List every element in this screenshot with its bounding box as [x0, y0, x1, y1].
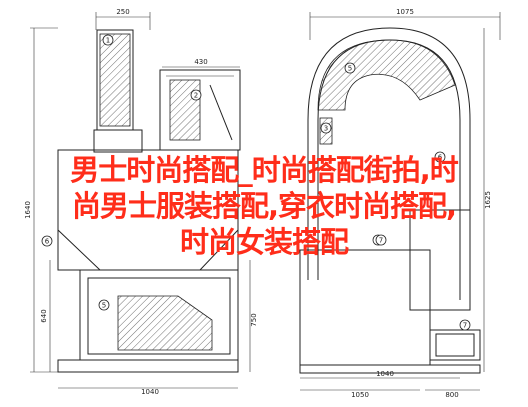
svg-text:7: 7 — [379, 237, 383, 245]
svg-text:5: 5 — [102, 302, 106, 310]
callout-10: 7 — [375, 234, 387, 246]
dim-label: 430 — [194, 58, 207, 66]
dim-label: 1040 — [141, 388, 159, 396]
dim-label: 1050 — [351, 391, 369, 399]
svg-text:3: 3 — [324, 125, 328, 133]
dim-label: 1075 — [396, 8, 414, 16]
dimension-top-right: 1075 — [309, 8, 501, 40]
callout-5: 5 — [98, 299, 110, 311]
callout-6: 6 — [41, 235, 53, 247]
svg-text:6: 6 — [438, 154, 443, 162]
callout-7: 7 — [459, 319, 471, 331]
dim-label: 1625 — [484, 191, 492, 209]
svg-text:5: 5 — [348, 65, 352, 73]
dim-label: 800 — [445, 391, 458, 399]
callout-1: 1 — [102, 34, 114, 46]
overlay-line-1: 男士时尚搭配_时尚搭配街拍,时 — [70, 153, 459, 187]
svg-text:1: 1 — [106, 37, 110, 45]
dimension-top-mid: 430 — [162, 58, 240, 68]
dimension-top-left: 250 — [95, 8, 151, 30]
callout-9: 6 — [434, 151, 446, 163]
dim-label: 750 — [250, 313, 258, 326]
svg-text:2: 2 — [194, 92, 198, 100]
svg-text:7: 7 — [463, 322, 467, 330]
dim-label: 640 — [40, 309, 48, 322]
callout-3: 3 — [320, 122, 332, 134]
dim-label: 1640 — [24, 201, 32, 219]
overlay-title: 男士时尚搭配_时尚搭配街拍,时 尚男士服装搭配,穿衣时尚搭配, 时尚女装搭配 — [0, 152, 528, 260]
left-view: 1640 640 1040 750 — [24, 27, 258, 396]
dim-label: 1040 — [376, 370, 394, 378]
overlay-line-2: 尚男士服装搭配,穿衣时尚搭配, — [71, 189, 457, 223]
dim-label: 250 — [116, 8, 129, 16]
callout-8: 5 — [344, 62, 356, 74]
overlay-line-3: 时尚女装搭配 — [179, 225, 349, 259]
callout-2: 2 — [190, 89, 202, 101]
svg-text:6: 6 — [45, 238, 50, 246]
